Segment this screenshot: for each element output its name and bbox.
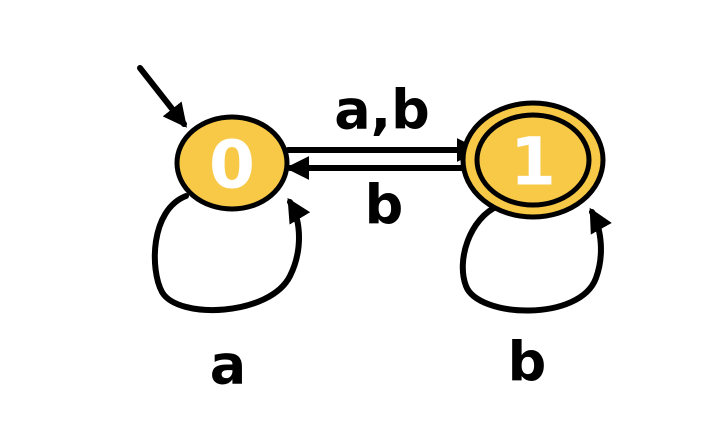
- self-loop-1: [459, 203, 612, 314]
- state-0-circle: [174, 114, 290, 212]
- self-loop-1-label: b: [508, 331, 547, 394]
- self-loop-0-label: a: [210, 334, 246, 397]
- state-1: 1: [460, 100, 606, 220]
- state-1-label: 1: [510, 124, 556, 201]
- transition-0-to-1-label: a,b: [334, 79, 430, 142]
- state-1-inner-circle: [474, 112, 592, 208]
- state-0: 0: [174, 114, 290, 212]
- state-1-outer-circle: [460, 100, 606, 220]
- start-arrow: [137, 65, 187, 128]
- state-0-label: 0: [209, 127, 255, 204]
- transition-1-to-0-label: b: [365, 174, 404, 237]
- self-loop-0: [151, 193, 311, 314]
